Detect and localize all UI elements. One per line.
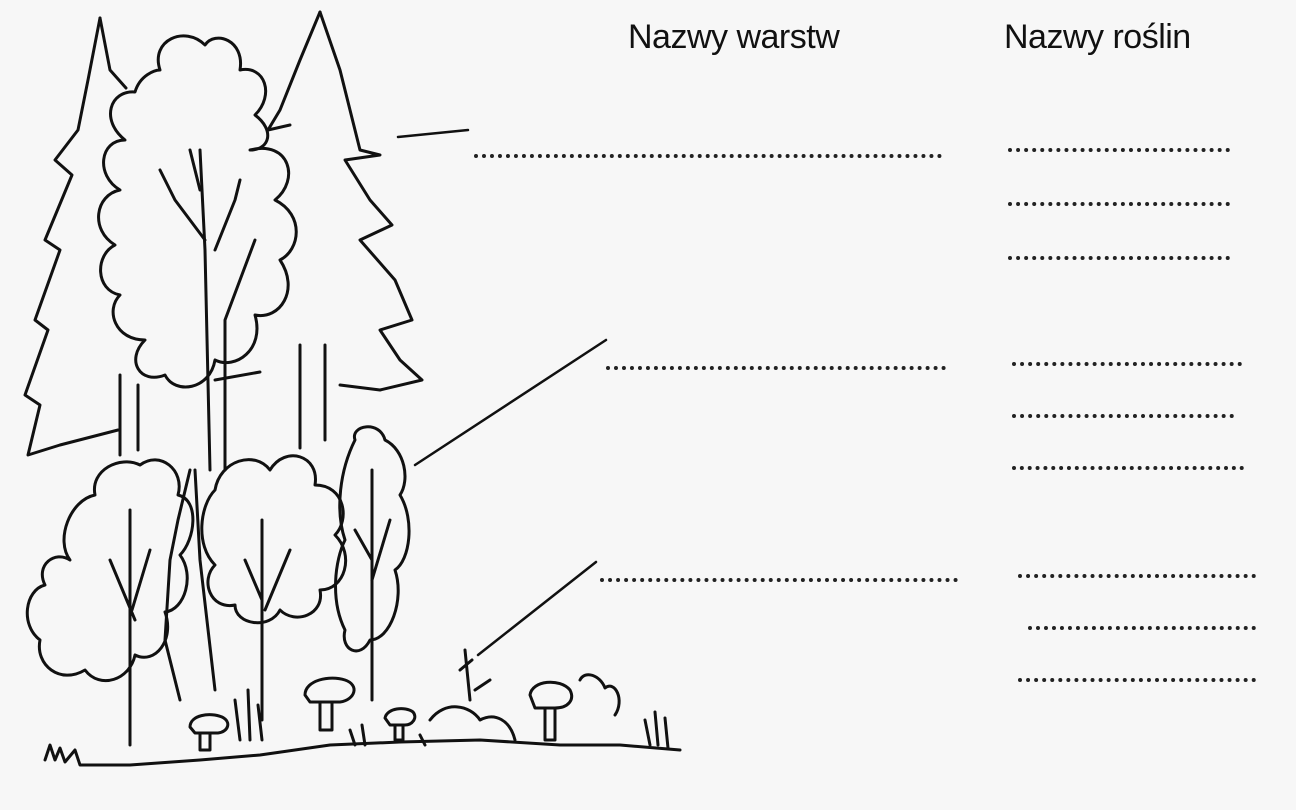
layer-name-blank-1[interactable] (474, 154, 942, 158)
plant-name-blank-7[interactable] (1018, 574, 1256, 578)
plant-name-blank-6[interactable] (1012, 466, 1244, 470)
plant-name-blank-8[interactable] (1028, 626, 1256, 630)
plant-name-blank-1[interactable] (1008, 148, 1230, 152)
spruce-tree-right (268, 12, 422, 448)
layer-name-blank-2[interactable] (606, 366, 946, 370)
plant-name-blank-5[interactable] (1012, 414, 1234, 418)
plant-name-blank-4[interactable] (1012, 362, 1242, 366)
plant-name-blank-3[interactable] (1008, 256, 1230, 260)
layer-name-blank-3[interactable] (600, 578, 958, 582)
plant-name-blank-9[interactable] (1018, 678, 1256, 682)
deciduous-tree (99, 36, 297, 470)
plants-column-header: Nazwy roślin (1004, 18, 1191, 57)
plant-name-blank-2[interactable] (1008, 202, 1230, 206)
spruce-tree-left (25, 18, 138, 455)
layers-column-header: Nazwy warstw (628, 18, 839, 57)
forest-illustration (0, 0, 700, 810)
ground-layer (45, 650, 680, 765)
